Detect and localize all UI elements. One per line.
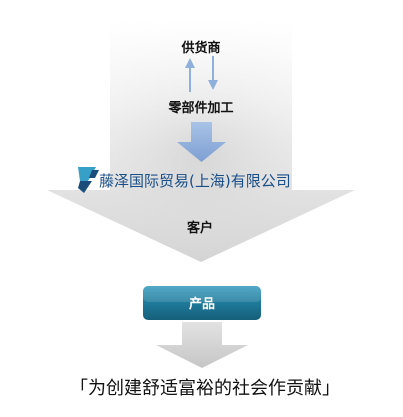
- company-name: 藤泽国际贸易(上海)有限公司: [99, 172, 291, 190]
- down-arrow-icon: [208, 56, 218, 90]
- product-box: [143, 286, 261, 320]
- processing-label: 零部件加工: [167, 100, 233, 116]
- customer-label: 客户: [187, 220, 213, 236]
- small-down-arrow: [156, 322, 248, 368]
- product-label: 产品: [189, 296, 215, 312]
- company-logo-icon: [78, 167, 99, 193]
- slogan-text: 「为创建舒适富裕的社会作贡献」: [70, 378, 340, 399]
- up-arrow-icon: [185, 58, 195, 92]
- supplier-label: 供货商: [180, 40, 220, 56]
- blue-block-arrow: [177, 122, 226, 162]
